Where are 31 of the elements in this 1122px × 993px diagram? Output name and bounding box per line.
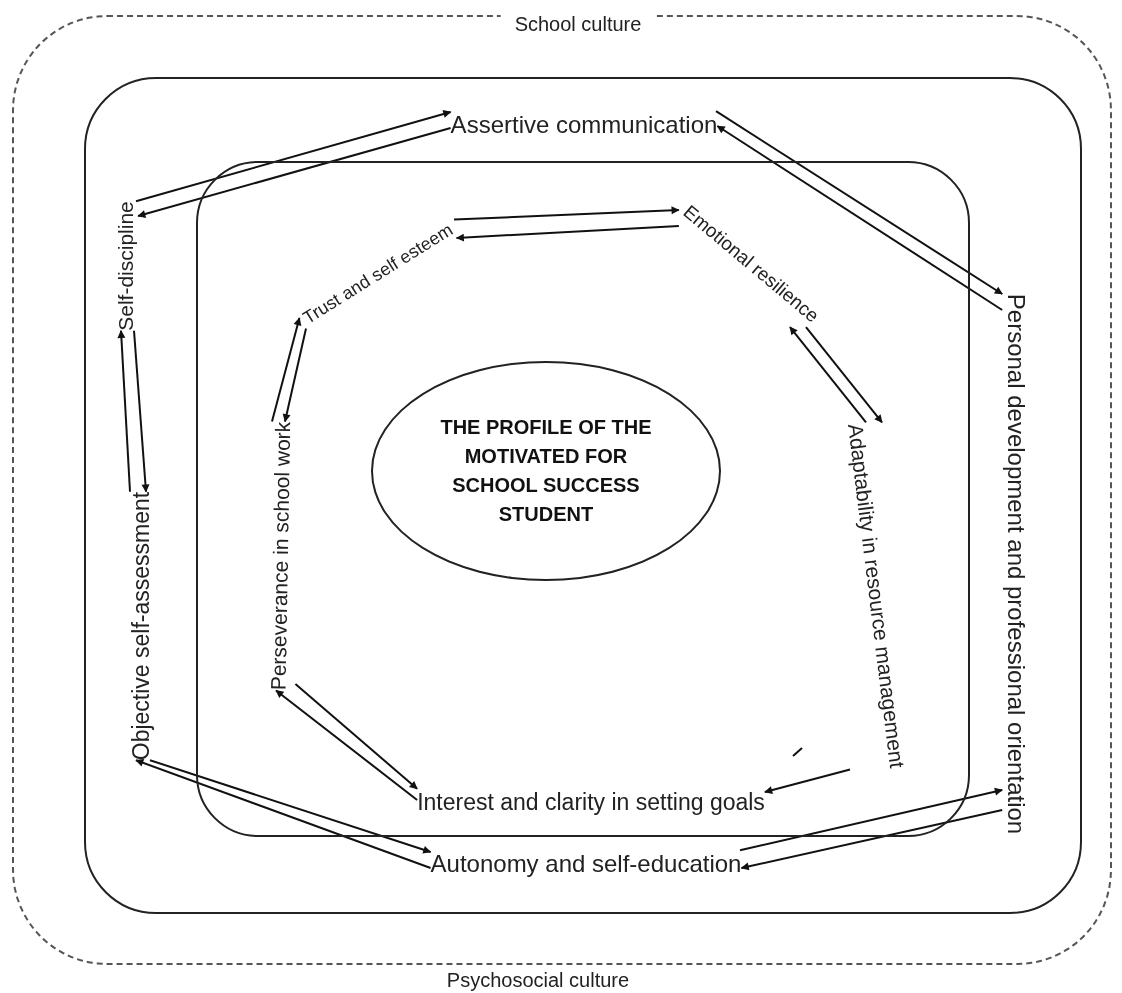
arrow <box>740 809 1004 871</box>
arrow <box>739 787 1004 852</box>
arrow <box>135 110 452 203</box>
competence-label: Assertive communication <box>450 111 718 139</box>
arrow <box>805 326 883 424</box>
arrow <box>137 127 452 218</box>
competence-label: Autonomy and self-education <box>430 850 742 878</box>
arrow <box>763 768 851 794</box>
competence-label: Adaptability in resource management <box>842 422 910 770</box>
arrow <box>455 225 680 242</box>
arrow <box>294 683 419 790</box>
rounded-box <box>84 77 1082 914</box>
arrow <box>133 329 150 493</box>
arrow <box>716 125 1004 311</box>
profile-ellipse <box>371 361 721 581</box>
arrow <box>453 206 680 221</box>
arrow <box>135 759 432 869</box>
competence-label: Objective self-assessment <box>127 491 155 761</box>
arrow <box>282 327 307 423</box>
arrow <box>117 329 131 493</box>
arrow <box>271 317 302 423</box>
rounded-box <box>196 161 970 837</box>
arrow <box>715 110 1004 295</box>
competence-label: Interest and clarity in setting goals <box>417 788 765 816</box>
arrow <box>149 759 432 854</box>
arrow <box>789 326 867 424</box>
profile-title: THE PROFILE OF THE MOTIVATED FOR SCHOOL SUCCESS STUDENT <box>439 415 653 527</box>
arrow <box>275 689 419 801</box>
competence-label: Perseverance in school work <box>266 421 296 691</box>
competence-label: Personal development and professional orientation <box>1002 293 1030 835</box>
competence-label: Self-discipline <box>113 201 139 331</box>
